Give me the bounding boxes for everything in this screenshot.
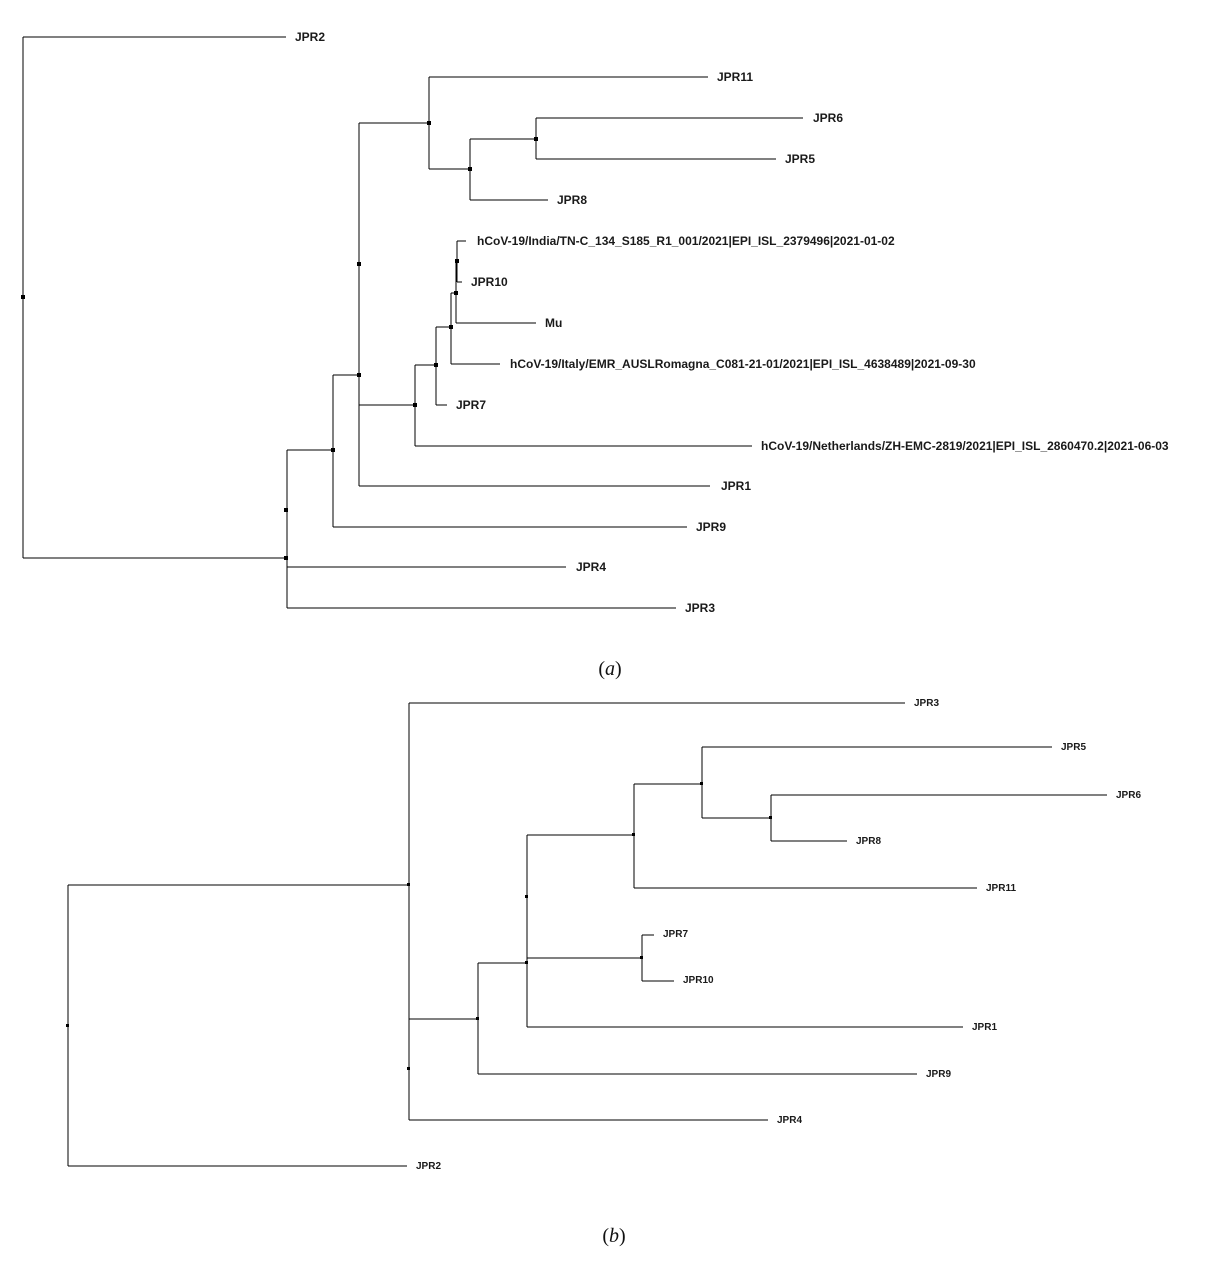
leaf-label: JPR1	[972, 1022, 997, 1033]
node-marker	[449, 325, 453, 329]
node-marker	[21, 295, 25, 299]
leaf-label: JPR3	[914, 698, 939, 709]
leaf-label: JPR5	[1061, 742, 1086, 753]
node-marker	[534, 137, 538, 141]
leaf-label: JPR5	[785, 152, 815, 166]
leaf-label: hCoV-19/Italy/EMR_AUSLRomagna_C081-21-01…	[510, 357, 976, 371]
leaf-label: JPR8	[557, 193, 587, 207]
leaf-label: JPR4	[777, 1115, 802, 1126]
tree-b: JPR3 JPR5 JPR6 JPR8 JPR11 JPR7 JPR10 JPR…	[66, 698, 1141, 1172]
leaf-label: JPR2	[416, 1161, 441, 1172]
leaf-label: hCoV-19/India/TN-C_134_S185_R1_001/2021|…	[477, 234, 895, 248]
caption-letter: b	[609, 1225, 619, 1247]
node-marker	[413, 403, 417, 407]
node-marker	[331, 448, 335, 452]
node-marker	[66, 1024, 69, 1027]
leaf-label: JPR10	[683, 975, 714, 986]
node-marker	[468, 167, 472, 171]
leaf-label: Mu	[545, 316, 562, 330]
caption-letter: a	[605, 658, 615, 680]
node-marker	[357, 373, 361, 377]
node-marker	[632, 833, 635, 836]
leaf-label: JPR7	[456, 398, 486, 412]
node-marker	[407, 883, 410, 886]
caption-b: (b)	[602, 1225, 625, 1247]
leaf-label: JPR1	[721, 479, 751, 493]
node-marker	[455, 259, 459, 263]
leaf-label: JPR11	[717, 70, 753, 84]
leaf-label: JPR2	[295, 30, 325, 44]
caption-a: (a)	[598, 658, 621, 680]
node-marker	[525, 895, 528, 898]
leaf-label: JPR11	[986, 883, 1016, 894]
node-marker	[454, 291, 458, 295]
leaf-label: hCoV-19/Netherlands/ZH-EMC-2819/2021|EPI…	[761, 439, 1169, 453]
leaf-label: JPR7	[663, 929, 688, 940]
node-marker	[700, 782, 703, 785]
leaf-label: JPR6	[1116, 790, 1141, 801]
node-marker	[525, 961, 528, 964]
leaf-label: JPR8	[856, 836, 881, 847]
node-marker	[407, 1067, 410, 1070]
node-marker	[434, 363, 438, 367]
node-marker	[357, 262, 361, 266]
leaf-label: JPR10	[471, 275, 508, 289]
leaf-label: JPR3	[685, 601, 715, 615]
leaf-label: JPR4	[576, 560, 606, 574]
node-marker	[284, 508, 288, 512]
leaf-label: JPR9	[926, 1069, 951, 1080]
leaf-label: JPR6	[813, 111, 843, 125]
node-marker	[427, 121, 431, 125]
node-marker	[769, 816, 772, 819]
leaf-label: JPR9	[696, 520, 726, 534]
node-marker	[476, 1017, 479, 1020]
node-marker	[640, 956, 643, 959]
node-marker	[284, 556, 288, 560]
tree-a: JPR2 JPR11 JPR6 JPR5 JPR8 hCoV-19/India/…	[21, 30, 1169, 615]
